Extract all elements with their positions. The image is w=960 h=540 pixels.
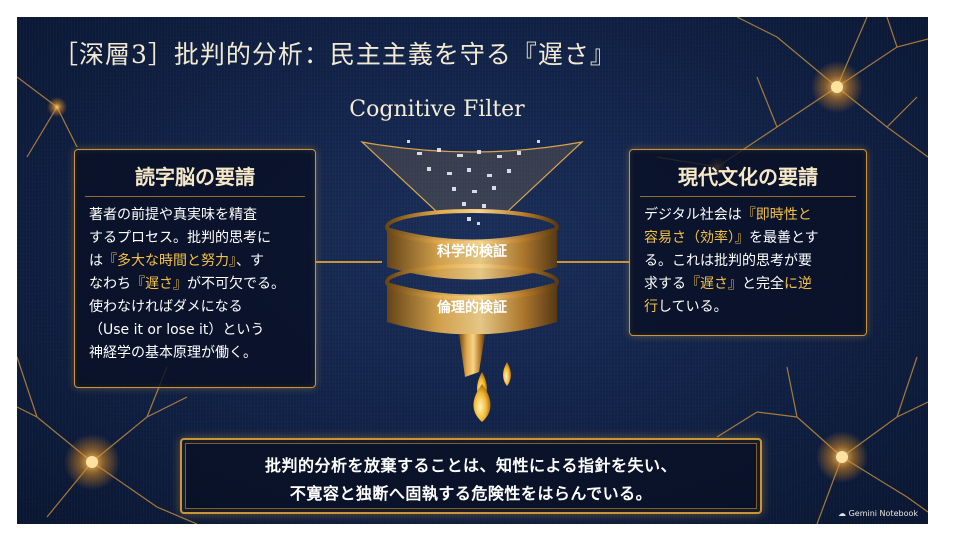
modern-culture-box: 現代文化の要請 デジタル社会は『即時性と容易さ（効率）』を最善とする。これは批判… [629,149,867,336]
highlight-text: 『多大な時間と努力』 [103,253,236,269]
body-text: は [89,253,103,269]
watermark: ☁ Gemini Notebook [838,509,918,518]
text-line: 求する『遅さ』と完全に逆 [644,273,856,296]
body-text: 使わなければダメになる [89,299,243,315]
gemini-logo-icon: ☁ [838,509,849,518]
reading-brain-box: 読字脳の要請 著者の前提や真実味を精査するプロセス。批判的思考には『多大な時間と… [74,149,316,388]
text-line: は『多大な時間と努力』、す [89,250,305,273]
drop-icon [503,362,511,386]
body-text: 求する [644,276,686,292]
filter-title: Cognitive Filter [349,97,525,122]
text-line: る。これは批判的思考が要 [644,250,856,273]
body-text: 神経学の基本原理が働く。 [89,345,257,361]
watermark-text: Gemini Notebook [848,509,918,518]
text-line: なわち『遅さ』が不可欠でる。 [89,273,305,296]
highlight-text: 『遅さ』 [131,276,187,292]
divider [640,196,856,197]
text-line: 著者の前提や真実味を精査 [89,204,305,227]
divider [85,196,305,197]
text-line: 神経学の基本原理が働く。 [89,342,305,365]
body-text: なわち [89,276,131,292]
text-line: （Use it or lose it）という [89,319,305,342]
conclusion-box: 批判的分析を放棄することは、知性による指針を失い、 不寛容と独断へ固執する危険性… [180,438,762,514]
reading-brain-heading: 読字脳の要請 [135,165,255,189]
body-text: を最善とす [749,230,819,246]
modern-culture-heading: 現代文化の要請 [678,165,818,189]
text-line: デジタル社会は『即時性と [644,204,856,227]
slide: ［深層3］批判的分析：民主主義を守る『遅さ』 読字脳の要請 著者の前提や真実味を… [17,17,928,524]
text-line: 使わなければダメになる [89,296,305,319]
body-text: が不可欠でる。 [187,276,285,292]
body-text: するプロセス。批判的思考に [89,230,271,246]
body-text: と完全 [742,276,784,292]
funnel-illustration [315,140,629,422]
highlight-text: 『遅さ』 [686,276,742,292]
body-text: 、す [236,253,264,269]
conclusion-line-1: 批判的分析を放棄することは、知性による指針を失い、 [264,456,678,475]
highlight-text: 行 [644,299,658,315]
ring-label-science: 科学的検証 [437,244,507,260]
highlight-text: 『即時性と [741,207,812,223]
text-line: 行している。 [644,296,856,319]
neuron-illustration [17,17,928,524]
highlight-text: 容易さ（効率）』 [644,230,749,246]
slide-title: ［深層3］批判的分析：民主主義を守る『遅さ』 [53,40,616,69]
modern-culture-text: デジタル社会は『即時性と容易さ（効率）』を最善とする。これは批判的思考が要求する… [644,204,856,319]
body-text: している。 [658,299,728,315]
body-text: （Use it or lose it）という [89,322,265,338]
highlight-text: に逆 [784,276,812,292]
reading-brain-text: 著者の前提や真実味を精査するプロセス。批判的思考には『多大な時間と努力』、すなわ… [89,204,305,365]
text-line: 容易さ（効率）』を最善とす [644,227,856,250]
body-text: 著者の前提や真実味を精査 [89,207,257,223]
drop-icon [473,384,491,422]
body-text: デジタル社会は [644,207,742,223]
ring-label-ethics: 倫理的検証 [437,300,507,316]
conclusion-line-2: 不寛容と独断へ固執する危険性をはらんでいる。 [289,484,653,503]
body-text: る。これは批判的思考が要 [644,253,812,269]
text-line: するプロセス。批判的思考に [89,227,305,250]
